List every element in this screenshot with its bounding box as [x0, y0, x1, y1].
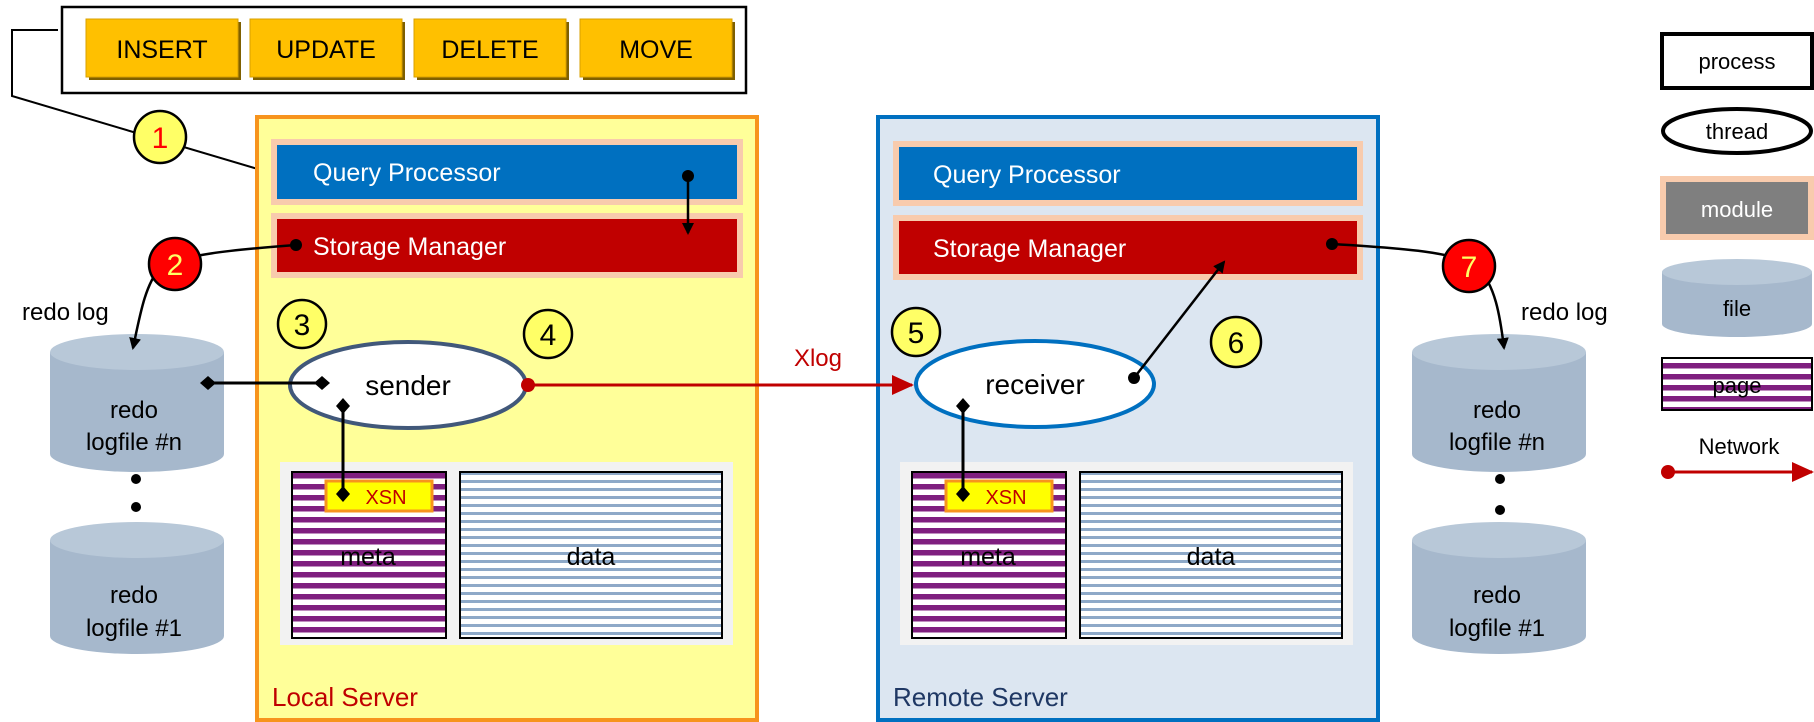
legend-file: file: [1662, 259, 1812, 337]
receiver-label: receiver: [985, 369, 1085, 400]
local-redo-files: redo log redo logfile #n redo logfile #1: [22, 299, 224, 654]
remote-storage-manager: [899, 221, 1357, 274]
local-server-title: Local Server: [272, 682, 418, 712]
remote-data-label: data: [1187, 543, 1236, 571]
op-update-button[interactable]: UPDATE: [249, 18, 405, 80]
remote-redo-files: redo log redo logfile #n redo logfile #1: [1412, 299, 1608, 654]
step-6-marker: 6: [1209, 315, 1263, 369]
ellipsis-dot: [131, 474, 141, 484]
remote-query-processor-label: Query Processor: [933, 161, 1121, 189]
local-redo-n-line2: logfile #n: [86, 429, 182, 456]
ellipsis-dot: [1495, 474, 1505, 484]
remote-data-page: [1079, 471, 1343, 639]
local-redo-1-line2: logfile #1: [86, 615, 182, 642]
op-move-label: MOVE: [619, 36, 693, 64]
legend-process-label: process: [1698, 49, 1775, 74]
connectors: Xlog: [129, 170, 1509, 502]
step-4-marker: 4: [522, 308, 574, 360]
step-6-label: 6: [1228, 327, 1245, 360]
remote-redo-1-line1: redo: [1473, 582, 1521, 609]
remote-meta-label: meta: [960, 543, 1016, 571]
step-5-label: 5: [908, 317, 925, 350]
local-redo-file-1: redo logfile #1: [50, 522, 224, 654]
local-data-label: data: [567, 543, 616, 571]
remote-redo-file-n: redo logfile #n: [1412, 334, 1586, 472]
op-delete-label: DELETE: [441, 36, 538, 64]
legend: process thread module file page Network: [1660, 32, 1814, 482]
legend-file-label: file: [1723, 296, 1751, 321]
op-move-button[interactable]: MOVE: [579, 18, 735, 80]
remote-redo-log-label: redo log: [1521, 299, 1608, 326]
step-1-marker: 1: [132, 109, 188, 165]
step-1-label: 1: [152, 122, 169, 155]
remote-server: Remote Server Query Processor Storage Ma…: [876, 115, 1380, 722]
remote-redo-1-line2: logfile #1: [1449, 615, 1545, 642]
step-4-label: 4: [540, 319, 557, 352]
local-query-processor: [277, 145, 737, 199]
remote-redo-file-1: redo logfile #1: [1412, 522, 1586, 654]
operations-group: INSERT UPDATE DELETE MOVE: [11, 5, 748, 178]
step-markers: 1 2 3 4 5 6 7: [132, 109, 1497, 369]
step-2-marker: 2: [147, 236, 203, 292]
legend-page-label: page: [1713, 373, 1762, 398]
sender-label: sender: [365, 370, 451, 401]
legend-module: module: [1660, 176, 1814, 240]
xlog-label: Xlog: [794, 345, 842, 372]
receiver-thread: [914, 339, 1156, 429]
local-redo-log-label: redo log: [22, 299, 109, 326]
remote-redo-n-line1: redo: [1473, 397, 1521, 424]
local-xsn-label: XSN: [365, 487, 406, 509]
op-update-label: UPDATE: [276, 36, 376, 64]
legend-network-label: Network: [1699, 434, 1781, 459]
legend-process: process: [1660, 32, 1814, 90]
legend-thread-label: thread: [1706, 119, 1768, 144]
op-insert-button[interactable]: INSERT: [85, 18, 241, 80]
op-insert-label: INSERT: [116, 36, 207, 64]
step-7-label: 7: [1461, 251, 1478, 284]
ellipsis-dot: [131, 502, 141, 512]
step-5-marker: 5: [890, 306, 942, 358]
remote-xsn-label: XSN: [985, 487, 1026, 509]
remote-redo-n-line2: logfile #n: [1449, 429, 1545, 456]
legend-thread: thread: [1661, 107, 1813, 155]
local-redo-file-n: redo logfile #n: [50, 334, 224, 472]
step-7-marker: 7: [1441, 238, 1497, 294]
local-server: Local Server Query Processor Storage Man…: [255, 115, 759, 722]
local-redo-n-line1: redo: [110, 397, 158, 424]
local-storage-manager: [277, 219, 737, 272]
legend-module-label: module: [1701, 197, 1773, 222]
ellipsis-dot: [1495, 505, 1505, 515]
legend-page: page: [1661, 357, 1813, 411]
remote-server-title: Remote Server: [893, 682, 1068, 712]
step-3-label: 3: [294, 309, 311, 342]
local-query-processor-label: Query Processor: [313, 159, 501, 187]
remote-storage-manager-label: Storage Manager: [933, 235, 1126, 263]
local-data-page: [459, 471, 723, 639]
remote-query-processor: [899, 147, 1357, 200]
local-redo-1-line1: redo: [110, 582, 158, 609]
receiver-to-sm-arrow: [1133, 260, 1226, 379]
local-storage-manager-label: Storage Manager: [313, 233, 506, 261]
legend-network: Network: [1661, 434, 1814, 482]
local-meta-label: meta: [340, 543, 396, 571]
step-2-label: 2: [167, 249, 184, 282]
step-3-marker: 3: [276, 298, 328, 350]
op-delete-button[interactable]: DELETE: [413, 18, 569, 80]
